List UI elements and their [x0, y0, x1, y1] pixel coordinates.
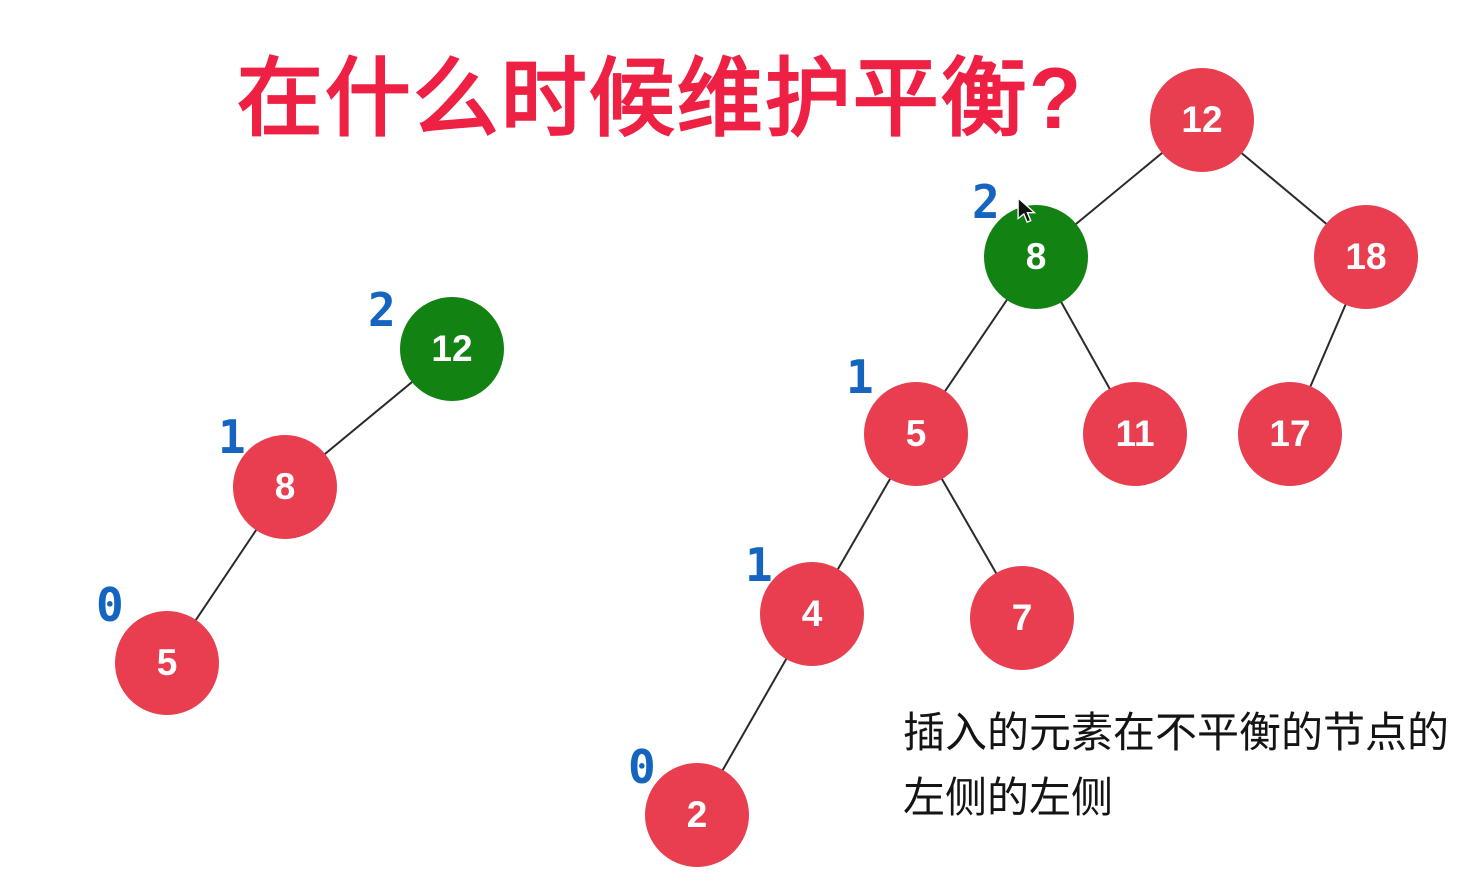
balance-label-right-4: 1 — [745, 538, 773, 592]
tree-node-left-5: 5 — [115, 611, 219, 715]
annotation-line-1: 插入的元素在不平衡的节点的 — [903, 709, 1450, 756]
mouse-pointer-icon — [1015, 196, 1039, 229]
annotation-text: 插入的元素在不平衡的节点的 左侧的左侧 — [903, 700, 1449, 830]
tree-node-right-11: 11 — [1083, 382, 1187, 486]
tree-node-right-4: 4 — [760, 562, 864, 666]
tree-node-right-8: 8 — [984, 205, 1088, 309]
tree-node-right-18: 18 — [1314, 205, 1418, 309]
balance-label-right-8: 2 — [972, 175, 1000, 229]
balance-label-right-2: 0 — [628, 740, 656, 794]
tree-node-right-2: 2 — [645, 763, 749, 867]
tree-node-right-5: 5 — [864, 382, 968, 486]
tree-node-right-17: 17 — [1238, 382, 1342, 486]
tree-node-right-7: 7 — [970, 566, 1074, 670]
tree-node-left-12: 12 — [400, 297, 504, 401]
tree-node-left-8: 8 — [233, 435, 337, 539]
tree-node-right-12: 12 — [1150, 68, 1254, 172]
balance-label-right-5: 1 — [846, 350, 874, 404]
balance-label-left-5: 0 — [96, 578, 124, 632]
balance-label-left-8: 1 — [218, 410, 246, 464]
page-title: 在什么时候维护平衡? — [236, 51, 1084, 147]
annotation-line-2: 左侧的左侧 — [903, 774, 1114, 822]
balance-label-left-12: 2 — [368, 283, 396, 337]
